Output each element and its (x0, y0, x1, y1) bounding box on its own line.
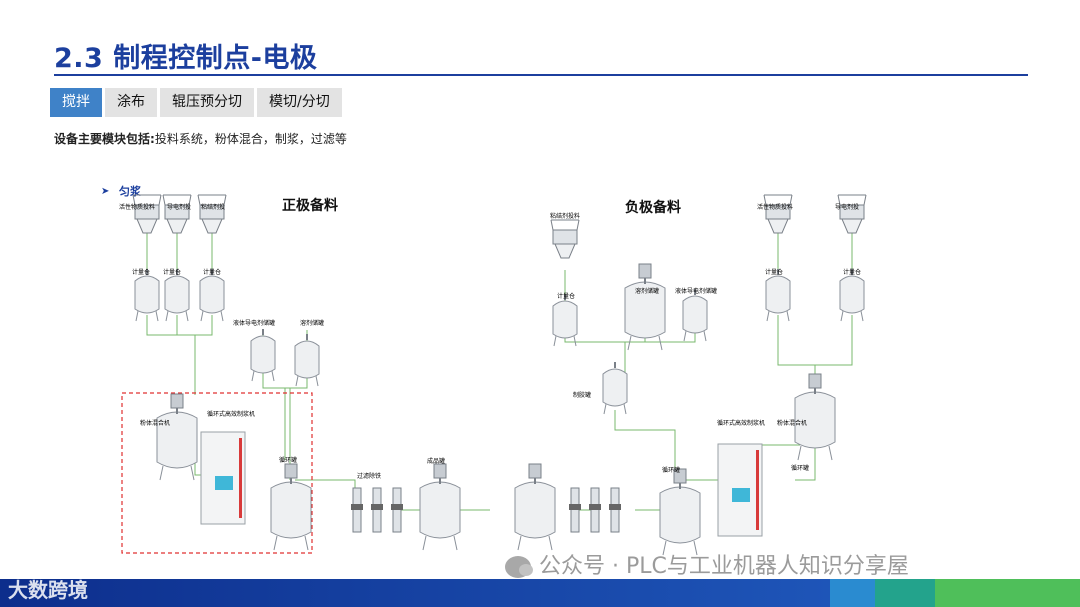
neg-scale-label: 计量仓 (843, 268, 861, 276)
pos-liquid-tank-label: 液体导电剂储罐 (233, 319, 275, 327)
pulper-machine-icon (717, 443, 763, 537)
filter-icon (370, 487, 384, 533)
pos-product-tank-label: 成品罐 (427, 457, 445, 465)
negative-title: 负极备料 (625, 199, 681, 216)
page-title: 2.3 制程控制点-电极 (54, 43, 318, 74)
feeder-icon (550, 219, 580, 259)
neg-solvent-tank-label: 溶剂储罐 (635, 287, 659, 295)
slurry-process-diagram: ➤ 匀浆 正极备料 负极备料 活性物质投料 导电剂投 粘结剂投 计量仓 计量仓 … (101, 184, 867, 556)
pos-scale-label: 计量仓 (203, 268, 221, 276)
footer-segment (935, 579, 1080, 607)
product-tank-icon (419, 463, 461, 551)
scale-tank-icon (199, 268, 225, 322)
pos-feed-label: 粘结剂投 (201, 203, 225, 211)
filter-icon (390, 487, 404, 533)
module-summary: 设备主要模块包括:投料系统，粉体混合，制浆，过滤等 (54, 130, 347, 147)
tab-coating[interactable]: 涂布 (105, 88, 157, 117)
neg-pulper-label: 循环式高效制浆机 (717, 419, 765, 427)
scale-tank-icon (839, 268, 865, 322)
pos-solvent-tank-label: 溶剂储罐 (300, 319, 324, 327)
module-summary-text: 投料系统，粉体混合，制浆，过滤等 (154, 132, 347, 146)
watermark-text: 公众号 · PLC与工业机器人知识分享屋 (539, 554, 909, 579)
module-summary-label: 设备主要模块包括: (54, 132, 155, 146)
liquid-conductor-tank-icon (682, 288, 708, 342)
pos-powder-mixer-label: 粉体混合机 (140, 419, 170, 427)
pos-scale-label: 计量仓 (132, 268, 150, 276)
feeder-icon (837, 194, 867, 234)
footer-segment (0, 579, 830, 607)
wechat-icon (505, 556, 533, 578)
pulper-machine-icon (200, 431, 246, 525)
tab-cutting[interactable]: 模切/分切 (257, 88, 342, 117)
neg-feed-label: 导电剂投 (835, 203, 859, 211)
powder-mixer-icon (156, 393, 198, 481)
neg-circ-tank-left-label: 循环罐 (662, 466, 680, 474)
pos-filter-label: 过滤除铁 (357, 472, 381, 480)
wechat-watermark: 公众号 · PLC与工业机器人知识分享屋 (505, 548, 909, 580)
section-marker-icon: ➤ (101, 186, 109, 197)
scale-tank-icon (552, 293, 578, 347)
footer-segment (830, 579, 875, 607)
liquid-conductor-tank-icon (250, 328, 276, 382)
glue-tank-icon (602, 361, 628, 415)
feeder-icon (132, 194, 162, 234)
pos-circ-tank-label: 循环罐 (279, 456, 297, 464)
neg-scale-label: 计量仓 (557, 292, 575, 300)
tab-rolling[interactable]: 辊压预分切 (160, 88, 254, 117)
filter-icon (568, 487, 582, 533)
solvent-tank-icon (294, 333, 320, 387)
brand-logo: 大数跨境 (8, 578, 88, 602)
scale-tank-icon (765, 268, 791, 322)
powder-mixer-icon (794, 373, 836, 461)
neg-liquid-tank-label: 液体导电剂储罐 (675, 287, 717, 295)
feeder-icon (197, 194, 227, 234)
pos-pulper-label: 循环式高效制浆机 (207, 410, 255, 418)
pos-feed-label: 活性物质投料 (119, 203, 155, 211)
circulation-tank-icon (270, 463, 312, 551)
footer-segment (875, 579, 935, 607)
scale-tank-icon (164, 268, 190, 322)
filter-icon (350, 487, 364, 533)
feeder-icon (162, 194, 192, 234)
footer-bar (0, 579, 1080, 607)
neg-feed-label: 活性物质投料 (757, 203, 793, 211)
feeder-icon (763, 194, 793, 234)
scale-tank-icon (134, 268, 160, 322)
neg-binder-feed-label: 粘结剂投料 (550, 212, 580, 220)
neg-powder-mixer-label: 粉体混合机 (777, 419, 807, 427)
positive-title: 正极备料 (282, 197, 338, 214)
process-tabs: 搅拌 涂布 辊压预分切 模切/分切 (50, 88, 342, 117)
neg-scale-label: 计量仓 (765, 268, 783, 276)
pos-scale-label: 计量仓 (163, 268, 181, 276)
product-tank-icon (514, 463, 556, 551)
filter-icon (588, 487, 602, 533)
neg-glue-tank-label: 制胶罐 (573, 391, 591, 399)
circulation-tank-icon (659, 468, 701, 556)
title-underline (54, 74, 1028, 76)
mixing-unit-outline (121, 392, 313, 554)
solvent-tank-icon (624, 263, 666, 351)
filter-icon (608, 487, 622, 533)
tab-mixing[interactable]: 搅拌 (50, 88, 102, 117)
pos-feed-label: 导电剂投 (167, 203, 191, 211)
section-label: 匀浆 (119, 184, 142, 198)
neg-circ-tank-right-label: 循环罐 (791, 464, 809, 472)
